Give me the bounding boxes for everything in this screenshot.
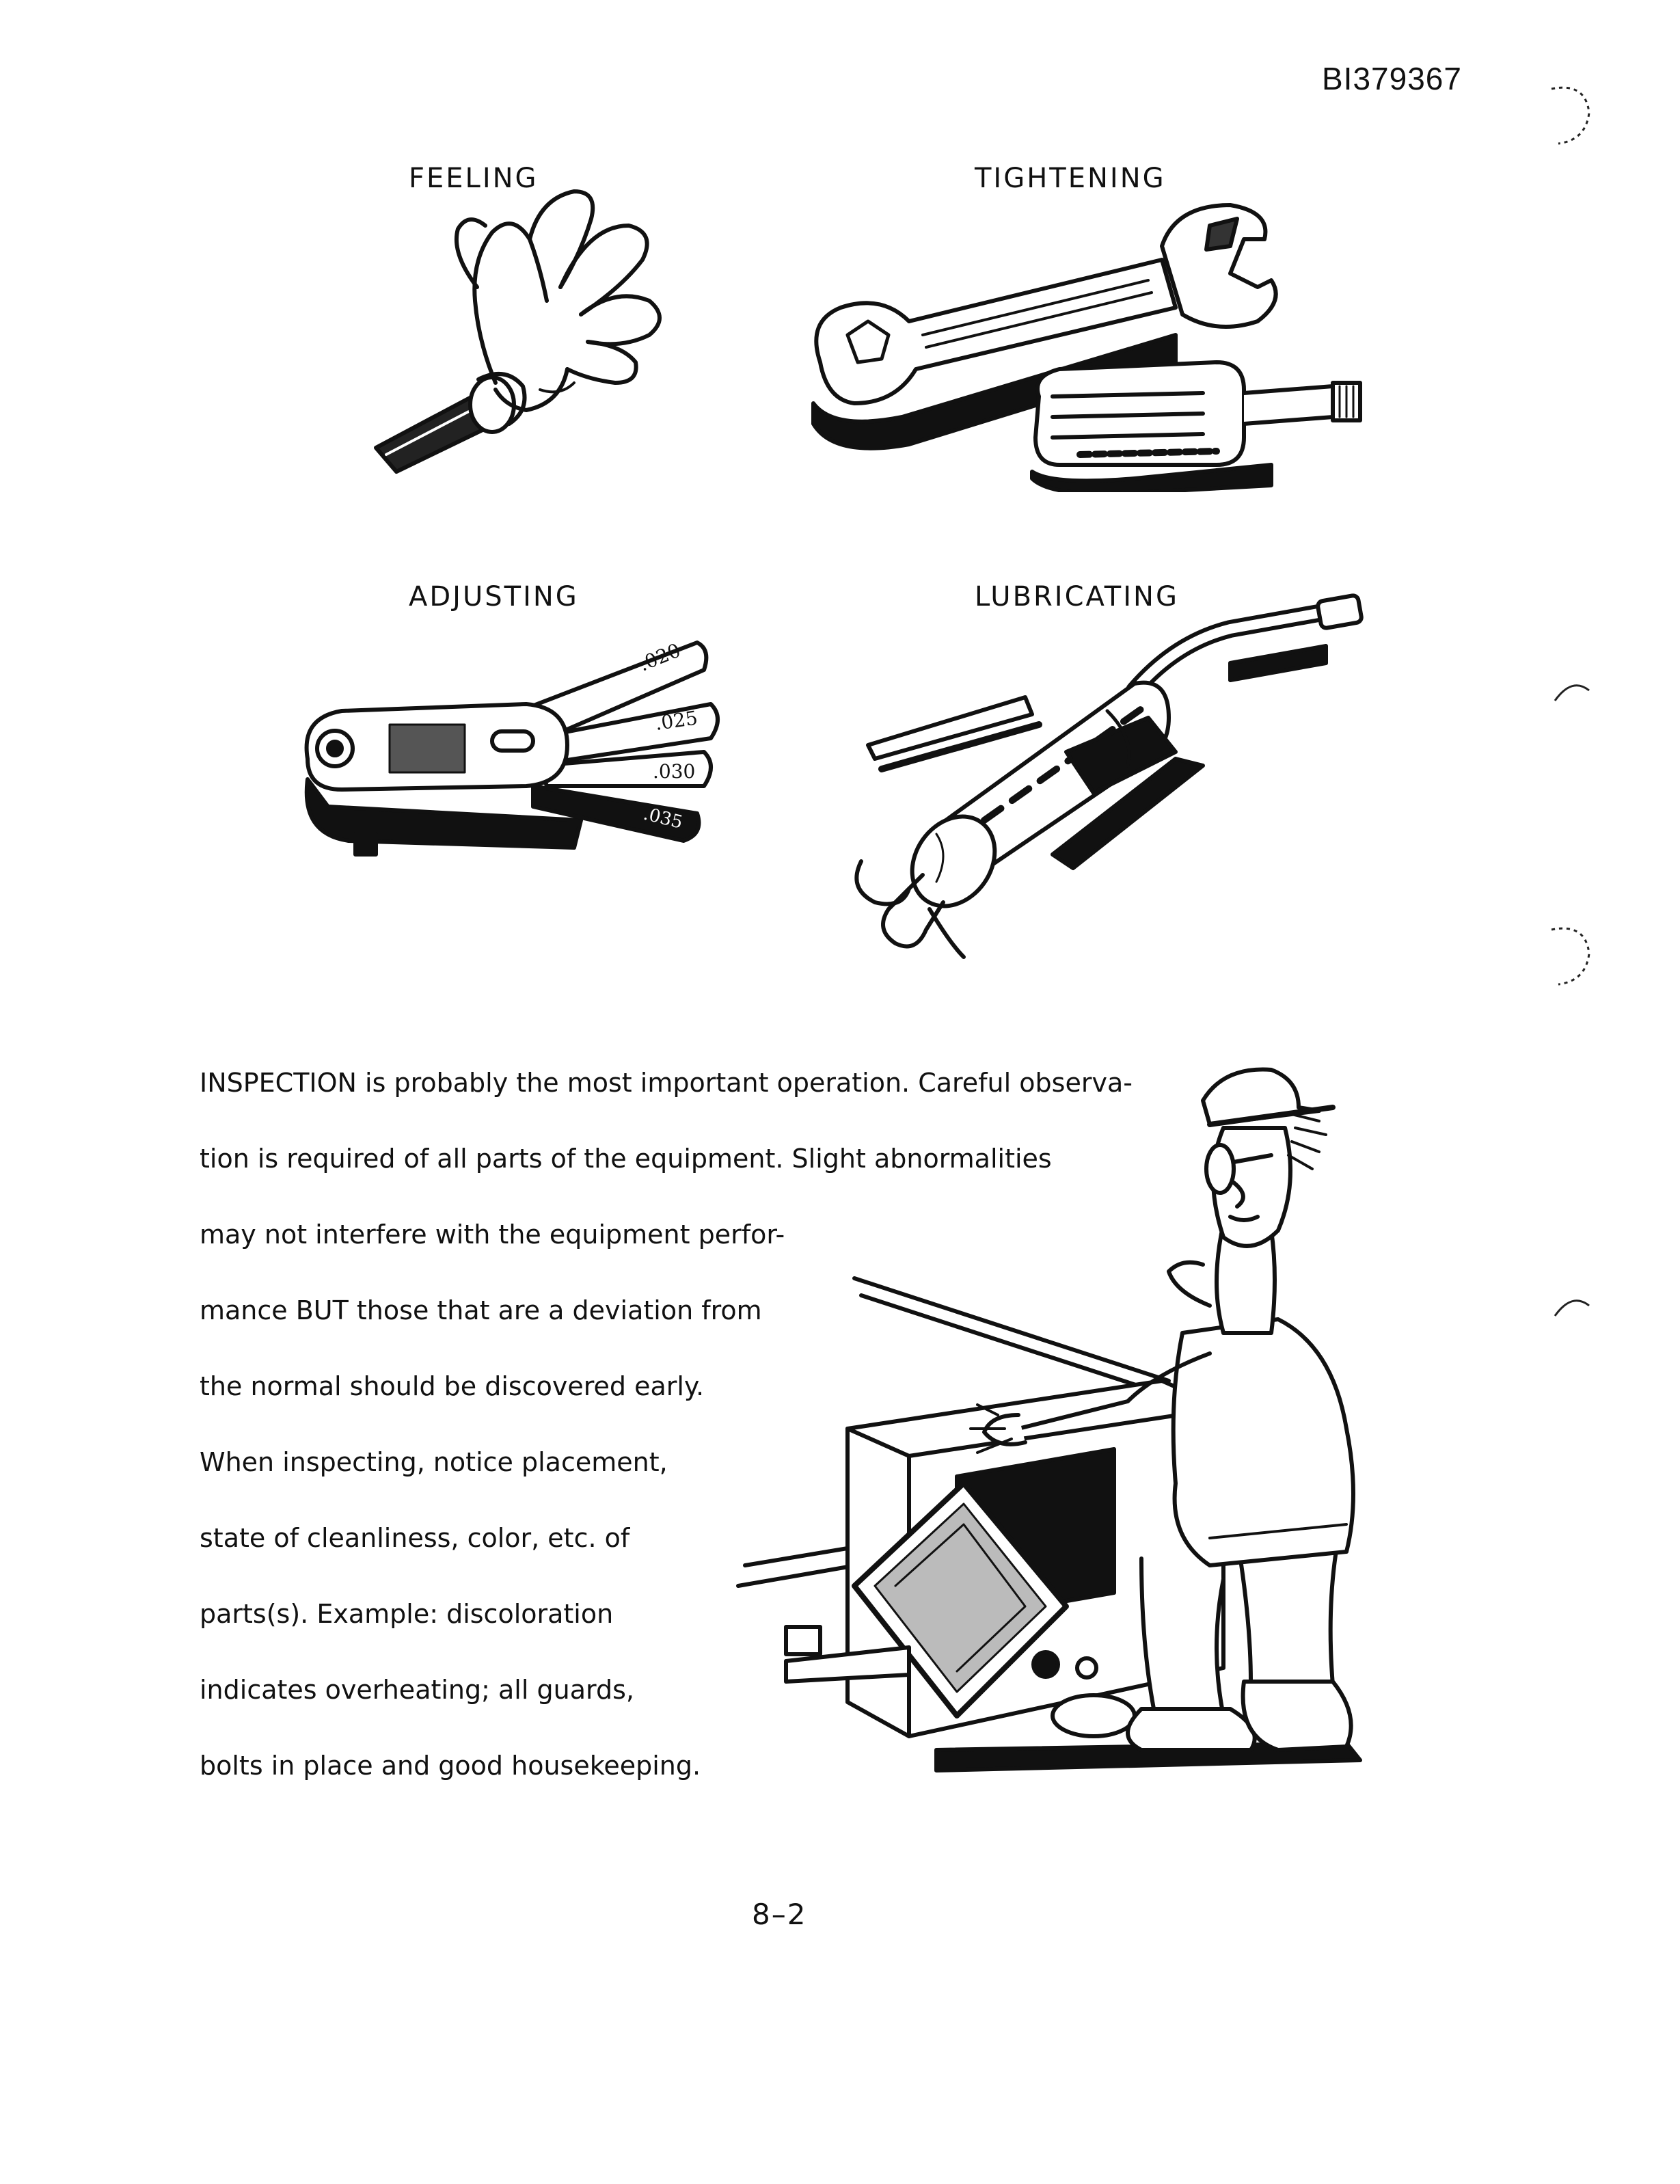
punch-hole-mark-icon <box>1551 86 1590 145</box>
body-line-2: tion is required of all parts of the equ… <box>200 1144 1052 1174</box>
punch-hole-arc-icon <box>1554 684 1590 701</box>
body-line-1: INSPECTION is probably the most importan… <box>200 1068 1133 1098</box>
body-line-7: state of cleanliness, color, etc. of <box>200 1523 630 1553</box>
grease-gun-icon <box>854 593 1364 959</box>
hand-icon <box>374 189 662 474</box>
gauge-label-030: .030 <box>653 760 695 783</box>
inspector-cartoon-icon <box>736 1067 1362 1772</box>
punch-hole-arc-icon-2 <box>1554 1299 1590 1317</box>
body-line-4: mance BUT those that are a deviation fro… <box>200 1295 762 1325</box>
body-line-3: may not interfere with the equipment per… <box>200 1219 785 1250</box>
body-line-10: bolts in place and good housekeeping. <box>200 1751 701 1781</box>
body-line-5: the normal should be discovered early. <box>200 1371 705 1401</box>
caption-feeling: FEELING <box>409 163 539 194</box>
feeler-gauge-icon: .020 .025 .030 .035 <box>304 639 720 857</box>
body-line-6: When inspecting, notice placement, <box>200 1447 668 1477</box>
inspection-paragraph: INSPECTION is probably the most importan… <box>200 1061 1191 1820</box>
document-id: BI379367 <box>1322 61 1462 96</box>
body-line-8: parts(s). Example: discoloration <box>200 1599 614 1629</box>
caption-tightening: TIGHTENING <box>975 163 1166 194</box>
page-number: 8–2 <box>752 1898 807 1931</box>
wrench-screwdriver-icon <box>811 203 1362 492</box>
caption-lubricating: LUBRICATING <box>975 581 1179 612</box>
punch-hole-mark-icon-2 <box>1551 927 1590 986</box>
body-line-9: indicates overheating; all guards, <box>200 1675 634 1705</box>
caption-adjusting: ADJUSTING <box>409 581 579 612</box>
